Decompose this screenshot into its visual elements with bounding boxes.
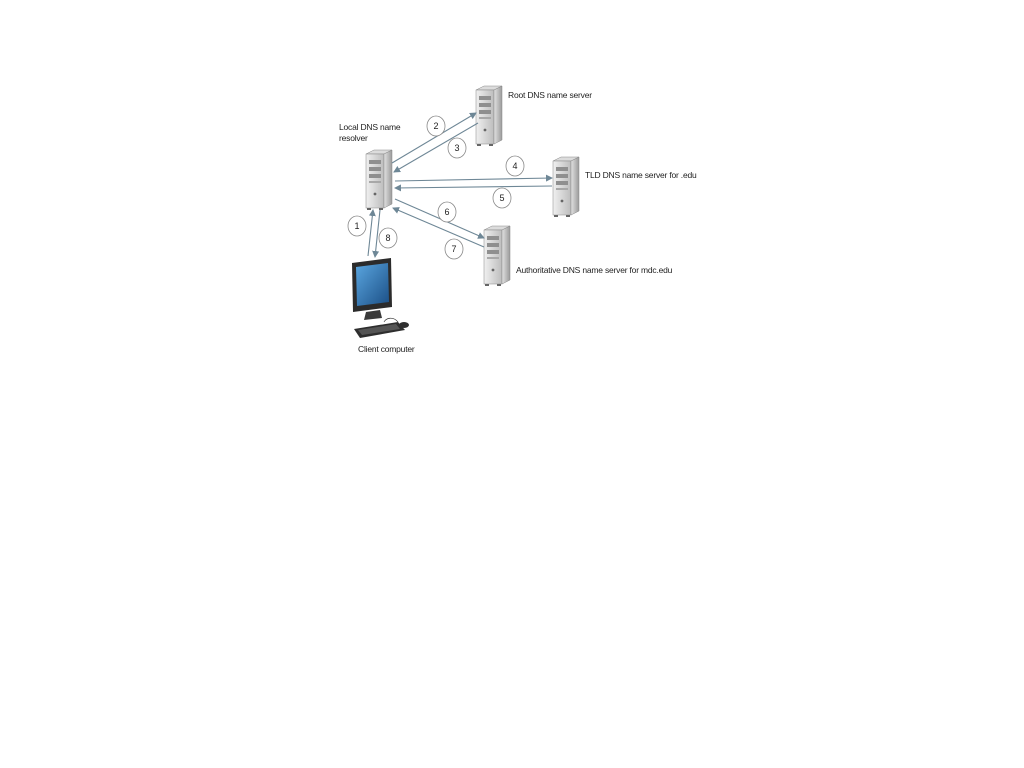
step-1: 1 — [347, 215, 367, 237]
step-2: 2 — [426, 115, 446, 137]
svg-text:5: 5 — [499, 193, 504, 203]
authoritative-server-label: Authoritative DNS name server for mdc.ed… — [516, 265, 673, 275]
step-3: 3 — [447, 137, 467, 159]
root-dns-server — [475, 85, 503, 147]
arrow-step-7 — [392, 207, 485, 248]
arrow-step-5 — [394, 184, 553, 192]
step-7: 7 — [444, 238, 464, 260]
arrow-step-2 — [391, 112, 477, 164]
svg-text:7: 7 — [451, 244, 456, 254]
step-4: 4 — [505, 155, 525, 177]
local-dns-resolver-server — [365, 149, 393, 211]
authoritative-dns-server — [483, 225, 511, 287]
svg-text:6: 6 — [444, 207, 449, 217]
svg-text:2: 2 — [433, 121, 438, 131]
step-6: 6 — [437, 201, 457, 223]
svg-text:3: 3 — [454, 143, 459, 153]
tld-dns-server — [552, 156, 580, 218]
client-computer-icon — [352, 258, 409, 338]
arrow-step-6 — [394, 198, 485, 239]
local-resolver-label-line2: resolver — [339, 133, 368, 143]
svg-text:8: 8 — [385, 233, 390, 243]
local-resolver-label-line1: Local DNS name — [339, 122, 401, 132]
arrow-step-3 — [393, 122, 479, 173]
arrow-step-8 — [372, 209, 381, 258]
tld-server-label: TLD DNS name server for .edu — [585, 170, 697, 180]
root-server-label: Root DNS name server — [508, 90, 592, 100]
svg-text:1: 1 — [354, 221, 359, 231]
step-5: 5 — [492, 187, 512, 209]
step-8: 8 — [378, 227, 398, 249]
svg-text:4: 4 — [512, 161, 517, 171]
arrow-step-1 — [367, 209, 376, 257]
client-computer-label: Client computer — [358, 344, 415, 354]
arrow-step-4 — [394, 174, 553, 182]
